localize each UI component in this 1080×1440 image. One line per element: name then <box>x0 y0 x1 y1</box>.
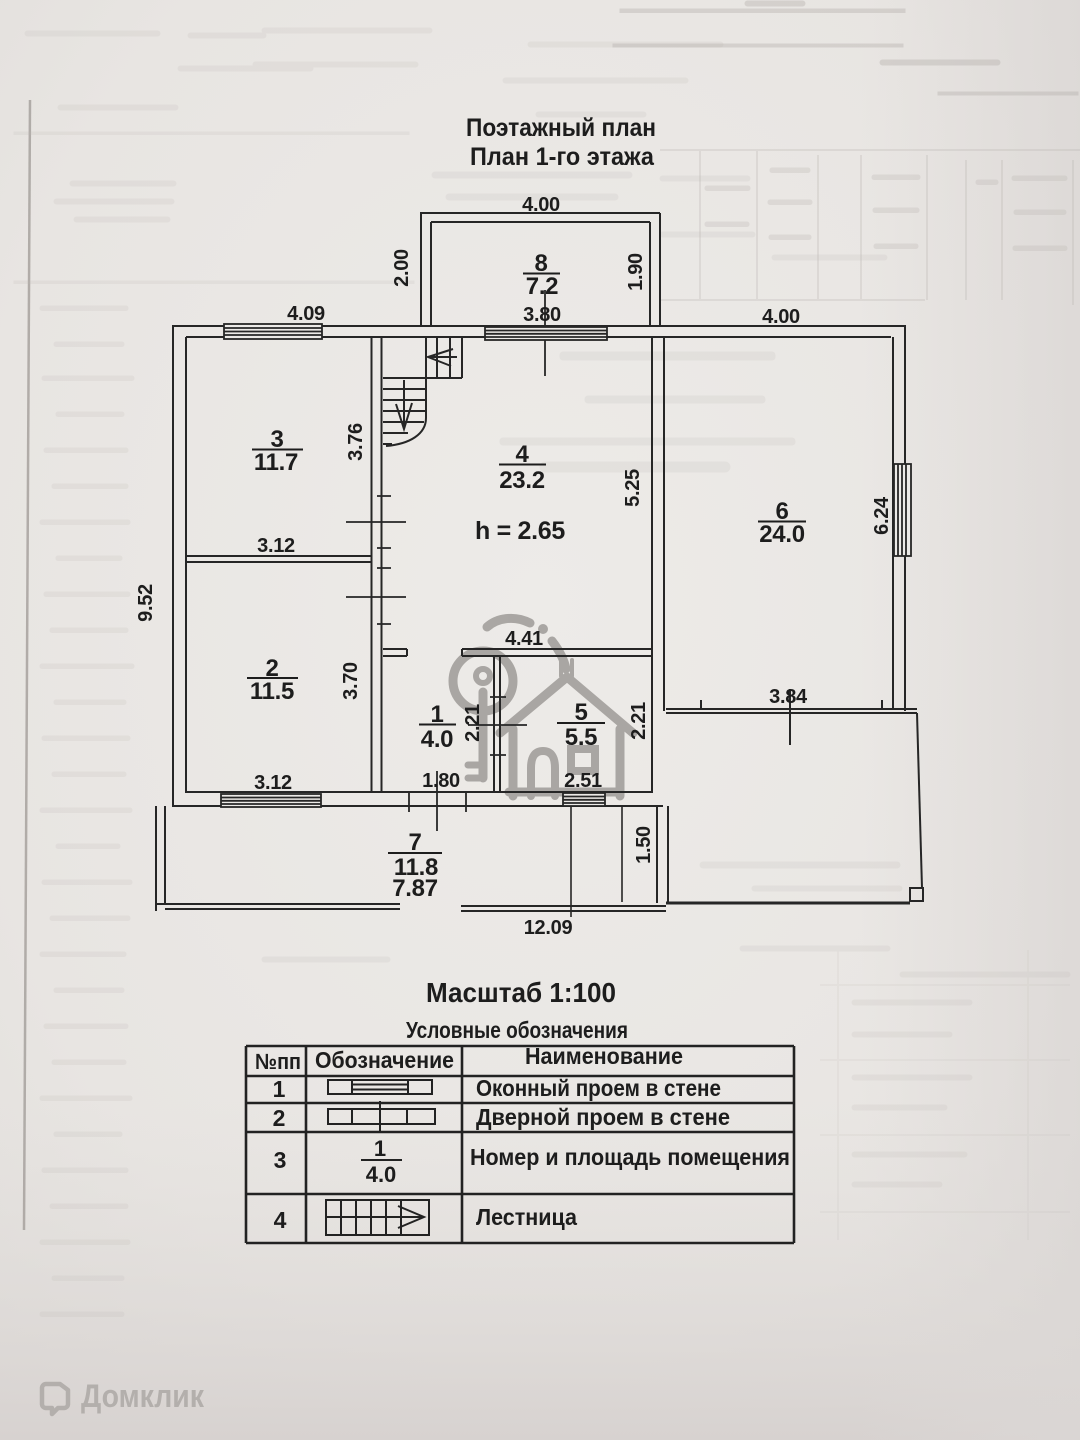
svg-text:1: 1 <box>273 1076 286 1102</box>
svg-text:3.76: 3.76 <box>345 423 367 461</box>
svg-text:5.5: 5.5 <box>565 724 597 751</box>
svg-text:2.21: 2.21 <box>462 704 484 742</box>
svg-text:3.12: 3.12 <box>257 535 295 557</box>
svg-text:11.7: 11.7 <box>254 449 298 476</box>
svg-text:3.80: 3.80 <box>523 304 561 326</box>
svg-text:План 1-го этажа: План 1-го этажа <box>470 143 655 171</box>
svg-text:1.80: 1.80 <box>422 770 460 792</box>
svg-text:4.09: 4.09 <box>287 303 325 325</box>
svg-text:11.5: 11.5 <box>250 678 294 705</box>
svg-text:2.21: 2.21 <box>628 702 650 740</box>
svg-text:Условные обозначения: Условные обозначения <box>406 1017 628 1043</box>
svg-text:8: 8 <box>534 250 547 277</box>
svg-text:23.2: 23.2 <box>499 467 545 494</box>
svg-text:Оконный проем в стене: Оконный проем в стене <box>476 1075 721 1101</box>
svg-text:1: 1 <box>374 1136 386 1161</box>
svg-text:Наименование: Наименование <box>525 1043 683 1069</box>
svg-text:4.00: 4.00 <box>762 306 800 328</box>
svg-text:11.8: 11.8 <box>394 854 438 881</box>
svg-text:Поэтажный план: Поэтажный план <box>466 114 656 142</box>
svg-text:5: 5 <box>574 699 587 726</box>
svg-text:6.24: 6.24 <box>871 496 893 535</box>
svg-text:7.2: 7.2 <box>526 273 558 300</box>
svg-text:3.12: 3.12 <box>254 772 292 794</box>
svg-text:7: 7 <box>408 829 421 856</box>
svg-text:2.00: 2.00 <box>391 249 413 287</box>
svg-text:1.50: 1.50 <box>633 826 655 864</box>
svg-text:1.90: 1.90 <box>625 253 647 291</box>
svg-text:5.25: 5.25 <box>622 469 644 507</box>
svg-text:№пп: №пп <box>255 1049 301 1074</box>
svg-text:24.0: 24.0 <box>759 521 805 548</box>
svg-text:4.0: 4.0 <box>366 1162 397 1187</box>
svg-text:3.70: 3.70 <box>340 662 362 700</box>
svg-text:6: 6 <box>775 498 788 525</box>
svg-text:4.0: 4.0 <box>421 726 453 753</box>
svg-text:12.09: 12.09 <box>524 917 573 939</box>
svg-text:3: 3 <box>270 426 283 453</box>
svg-text:Домклик: Домклик <box>81 1378 205 1414</box>
svg-text:3: 3 <box>274 1147 287 1173</box>
svg-text:h = 2.65: h = 2.65 <box>475 517 565 545</box>
svg-text:4.00: 4.00 <box>522 194 560 216</box>
svg-text:9.52: 9.52 <box>135 584 157 622</box>
svg-text:2.51: 2.51 <box>564 770 602 792</box>
svg-text:4: 4 <box>515 441 529 468</box>
svg-text:Номер и площадь помещения: Номер и площадь помещения <box>470 1144 790 1170</box>
svg-text:3.84: 3.84 <box>769 686 808 708</box>
svg-text:1: 1 <box>430 701 443 728</box>
svg-text:2: 2 <box>265 655 278 682</box>
svg-text:Обозначение: Обозначение <box>315 1047 454 1073</box>
svg-text:4: 4 <box>274 1207 287 1233</box>
svg-text:Лестница: Лестница <box>476 1204 577 1230</box>
svg-text:4.41: 4.41 <box>505 628 543 650</box>
svg-text:Дверной проем в стене: Дверной проем в стене <box>476 1104 730 1130</box>
svg-text:7.87: 7.87 <box>392 875 438 902</box>
svg-text:2: 2 <box>273 1105 286 1131</box>
svg-text:Масштаб 1:100: Масштаб 1:100 <box>426 977 616 1008</box>
